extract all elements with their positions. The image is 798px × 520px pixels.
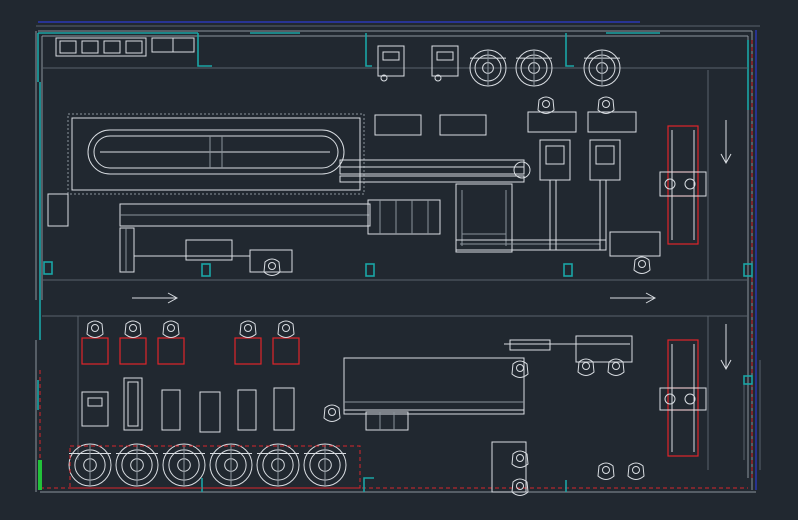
red-station <box>81 320 109 365</box>
lower-center-line <box>343 335 633 493</box>
round-machine-top <box>583 49 621 87</box>
round-machine-bottom <box>303 443 347 487</box>
red-station <box>272 320 300 365</box>
operator-symbol <box>323 404 341 422</box>
press-line <box>47 193 441 273</box>
red-station <box>157 320 185 365</box>
vertical-conveyor-upper <box>659 125 707 245</box>
round-machine-top <box>469 49 507 87</box>
operator-symbol <box>511 478 529 496</box>
flow-arrow-right-1 <box>132 292 179 304</box>
upper-panels <box>374 111 637 136</box>
transfer-conveyor <box>339 159 661 257</box>
lower-left-equipment <box>81 377 295 433</box>
red-station <box>119 320 147 365</box>
operator-symbol <box>124 320 142 338</box>
operator-symbol <box>263 258 281 276</box>
operator-symbol <box>597 462 615 480</box>
operator-symbol <box>162 320 180 338</box>
operator-symbol <box>511 450 529 468</box>
columns <box>37 33 753 492</box>
operator-symbols <box>263 96 651 496</box>
operator-symbol <box>86 320 104 338</box>
round-machine-bottom <box>115 443 159 487</box>
round-machines-bottom <box>68 443 347 487</box>
red-station <box>234 320 262 365</box>
operator-symbol <box>537 96 555 114</box>
operator-symbol <box>607 358 625 376</box>
round-machine-bottom <box>209 443 253 487</box>
operator-symbol <box>597 96 615 114</box>
green-marker <box>38 460 42 490</box>
control-cabinets-top <box>377 45 459 82</box>
lift-towers <box>539 139 621 250</box>
flow-arrow-right-2 <box>610 292 657 304</box>
operator-symbol <box>239 320 257 338</box>
operator-symbol <box>633 256 651 274</box>
top-left-cabinets <box>55 37 195 57</box>
bottom-zone <box>69 445 361 489</box>
round-machine-bottom <box>68 443 112 487</box>
round-machines-top <box>469 49 621 87</box>
round-machine-bottom <box>162 443 206 487</box>
flow-arrows <box>132 120 732 371</box>
operator-symbol <box>277 320 295 338</box>
round-machine-bottom <box>256 443 300 487</box>
round-machine-top <box>515 49 553 87</box>
aisle-lines <box>42 67 748 470</box>
operator-symbol <box>577 358 595 376</box>
operator-symbol <box>511 360 529 378</box>
oval-conveyor <box>67 113 365 195</box>
operator-symbol <box>627 462 645 480</box>
flow-arrow-down-1 <box>720 120 732 165</box>
vertical-conveyor-lower <box>659 339 707 457</box>
red-workstations <box>81 320 300 365</box>
building-outline <box>35 21 761 493</box>
flow-arrow-down-2 <box>720 324 732 371</box>
